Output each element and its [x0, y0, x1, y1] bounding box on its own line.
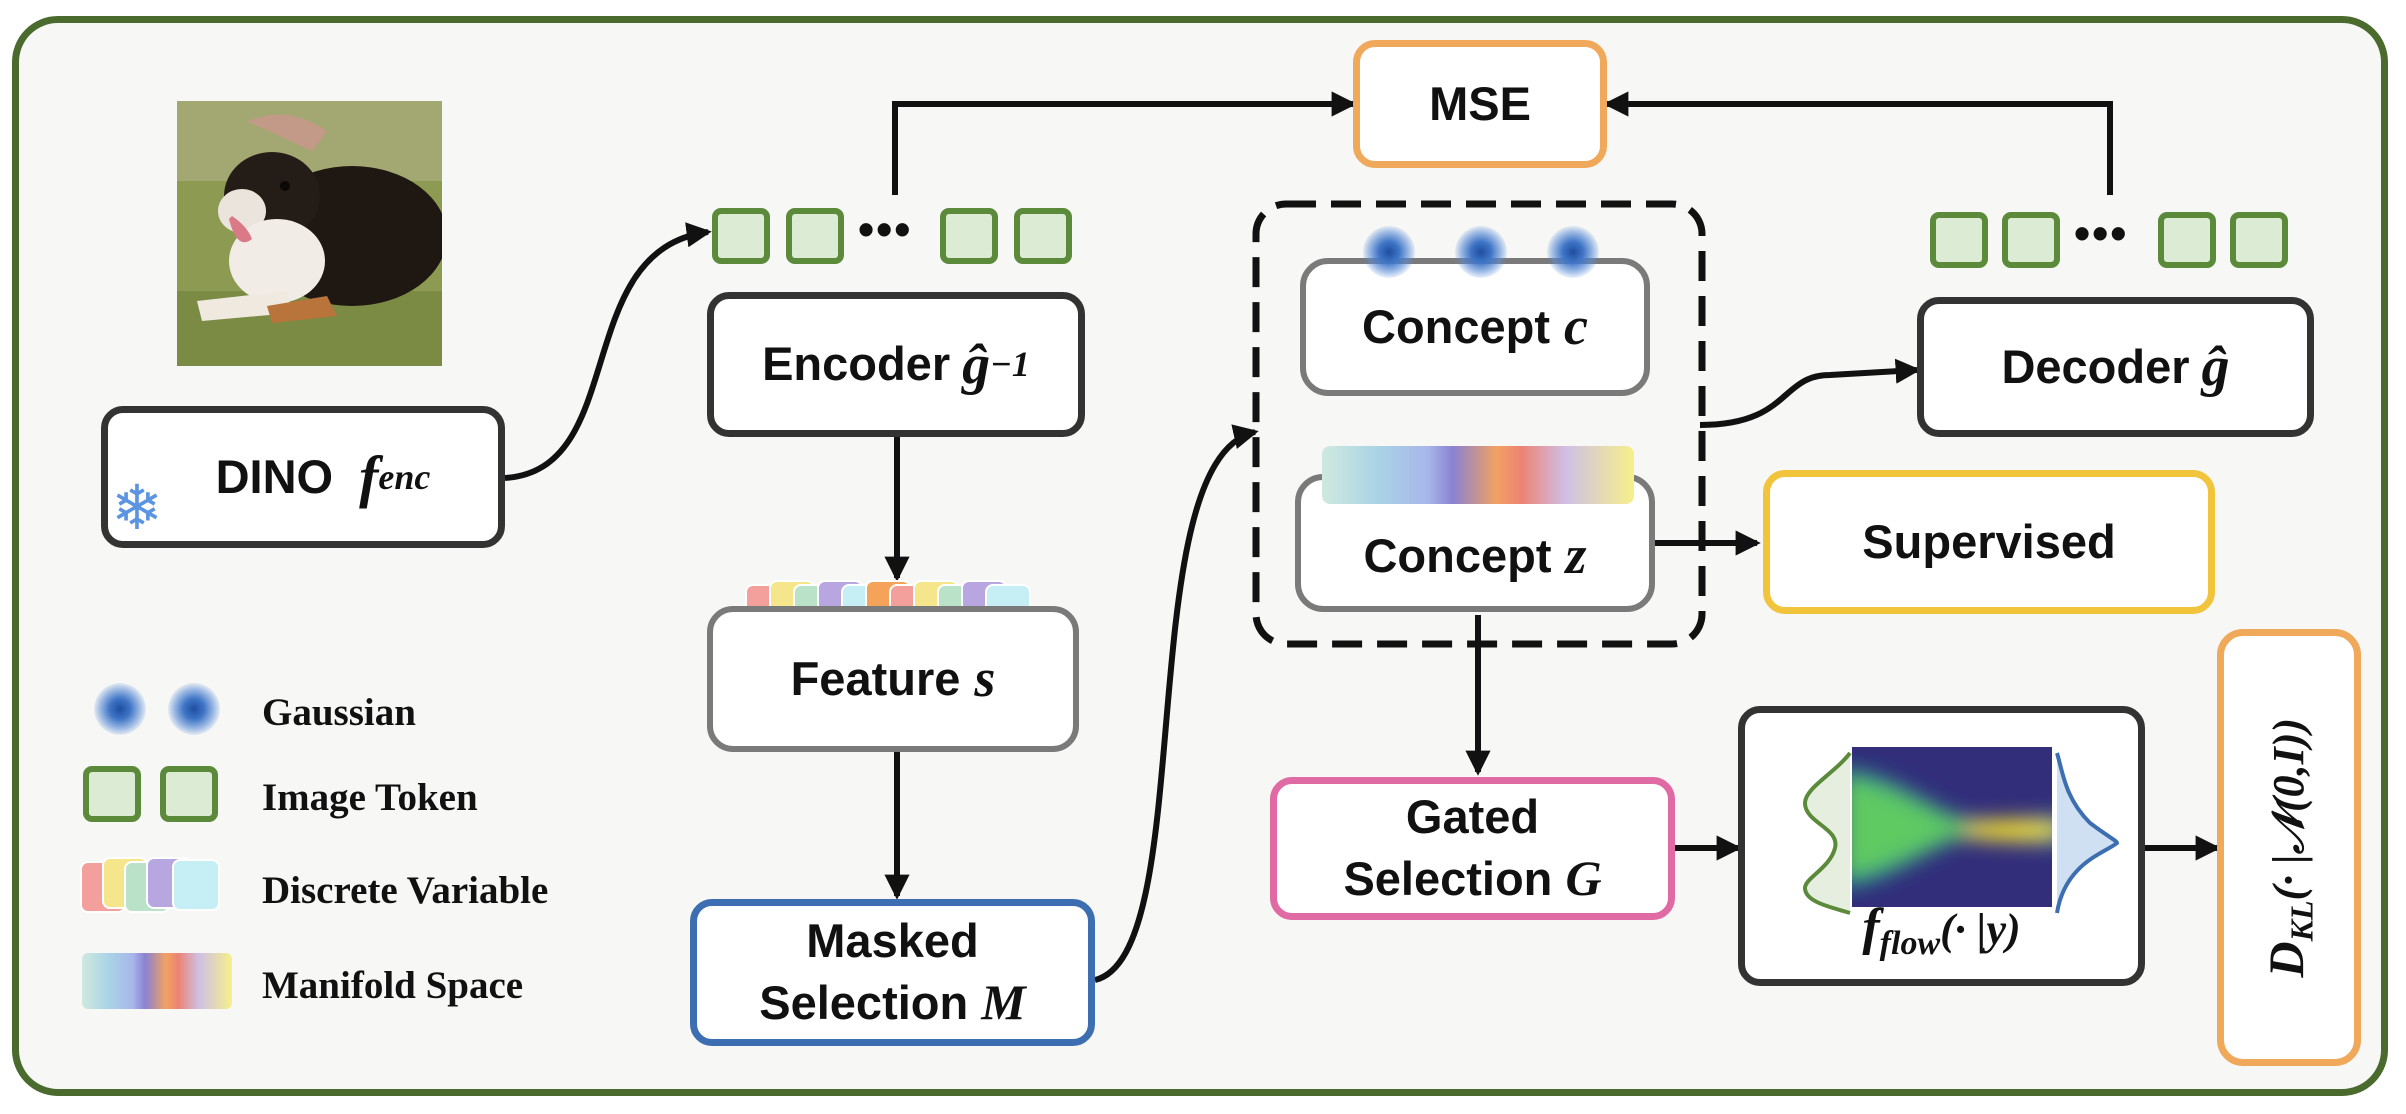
- flow-f-subscript: flow: [1879, 925, 1941, 962]
- image-token-icon: [160, 766, 218, 822]
- masked-selection-box: Masked Selection M: [690, 899, 1095, 1046]
- gated-line1: Gated: [1405, 789, 1540, 843]
- dkl-argument: (· |𝒩(0,I)): [2264, 717, 2314, 901]
- gated-g-symbol: G: [1565, 849, 1602, 906]
- dkl-box: DKL(· |𝒩(0,I)): [2217, 629, 2361, 1066]
- gated-line2: Selection: [1343, 851, 1553, 905]
- concept-z-symbol: z: [1565, 525, 1587, 586]
- masked-m-symbol: M: [981, 973, 1026, 1030]
- image-token: [712, 208, 770, 264]
- manifold-bar: [1322, 446, 1634, 504]
- supervised-label: Supervised: [1862, 514, 2116, 568]
- legend-gaussian: Gaussian: [262, 691, 416, 734]
- image-token: [2002, 212, 2060, 268]
- token-ellipsis: •••: [2074, 207, 2129, 259]
- flow-f-symbol: f: [1862, 899, 1880, 957]
- dkl-label: DKL(· |𝒩(0,I)): [2257, 718, 2320, 978]
- gaussian-icon: [1547, 226, 1599, 278]
- concept-group-dashed: [1252, 200, 1706, 648]
- legend-discrete-variable: Discrete Variable: [262, 869, 549, 912]
- encoder-g-superscript: −1: [990, 344, 1030, 384]
- gaussian-icon: [1455, 226, 1507, 278]
- encoder-box: Encoder ĝ−1: [707, 292, 1085, 437]
- gaussian-icon: [168, 683, 220, 735]
- masked-line1: Masked: [806, 913, 979, 967]
- image-token: [940, 208, 998, 264]
- decoder-box: Decoder ĝ: [1917, 297, 2314, 437]
- token-ellipsis: •••: [858, 203, 913, 255]
- concept-c-symbol: c: [1564, 296, 1588, 357]
- dino-label: DINO: [215, 449, 334, 503]
- discrete-variable-icon: [80, 857, 240, 913]
- snowflake-icon: ❄: [111, 473, 163, 543]
- encoder-g-symbol: ĝ: [962, 333, 991, 396]
- arrow-decoder-to-mse: [1603, 91, 2113, 195]
- legend-image-token: Image Token: [262, 776, 478, 819]
- image-token: [2158, 212, 2216, 268]
- flow-label: fflow(· |y): [1745, 898, 2138, 963]
- decoder-g-symbol: ĝ: [2201, 336, 2230, 398]
- mse-box: MSE: [1353, 40, 1607, 168]
- supervised-box: Supervised: [1763, 470, 2215, 614]
- masked-line2: Selection: [759, 975, 969, 1029]
- concept-z-label: Concept: [1363, 528, 1552, 582]
- dog-photo: [177, 101, 442, 366]
- gated-selection-box: Gated Selection G: [1270, 777, 1675, 920]
- flow-box: fflow(· |y): [1738, 706, 2145, 986]
- image-token-icon: [83, 766, 141, 822]
- image-token: [786, 208, 844, 264]
- mse-label: MSE: [1429, 76, 1531, 130]
- flow-condition: (· |y): [1940, 905, 2021, 955]
- flow-density-curves: [1802, 751, 2120, 915]
- feature-box: Feature s: [707, 606, 1079, 752]
- arrow-concepts-to-decoder: [1699, 358, 1921, 428]
- arrow-tokens-to-mse: [892, 91, 1357, 195]
- dkl-subscript: KL: [2283, 900, 2320, 942]
- gaussian-icon: [94, 683, 146, 735]
- feature-s-symbol: s: [974, 648, 996, 709]
- decoder-label: Decoder: [2001, 339, 2190, 393]
- gaussian-icon: [1363, 226, 1415, 278]
- dkl-d-symbol: D: [2258, 941, 2315, 978]
- arrow-masked-to-concepts: [1094, 424, 1259, 983]
- image-token: [1930, 212, 1988, 268]
- image-token: [2230, 212, 2288, 268]
- dino-f-symbol: f: [359, 443, 379, 509]
- flow-heatmap: [1852, 747, 2052, 907]
- feature-label: Feature: [790, 651, 961, 705]
- manifold-space-icon: [82, 953, 232, 1009]
- dino-f-subscript: enc: [378, 456, 431, 497]
- encoder-label: Encoder: [762, 337, 951, 391]
- legend-manifold-space: Manifold Space: [262, 964, 524, 1007]
- image-token: [1014, 208, 1072, 264]
- concept-c-label: Concept: [1362, 299, 1551, 353]
- concept-c-box: Concept c: [1300, 258, 1650, 396]
- arrow-dino-to-tokens: [504, 222, 712, 481]
